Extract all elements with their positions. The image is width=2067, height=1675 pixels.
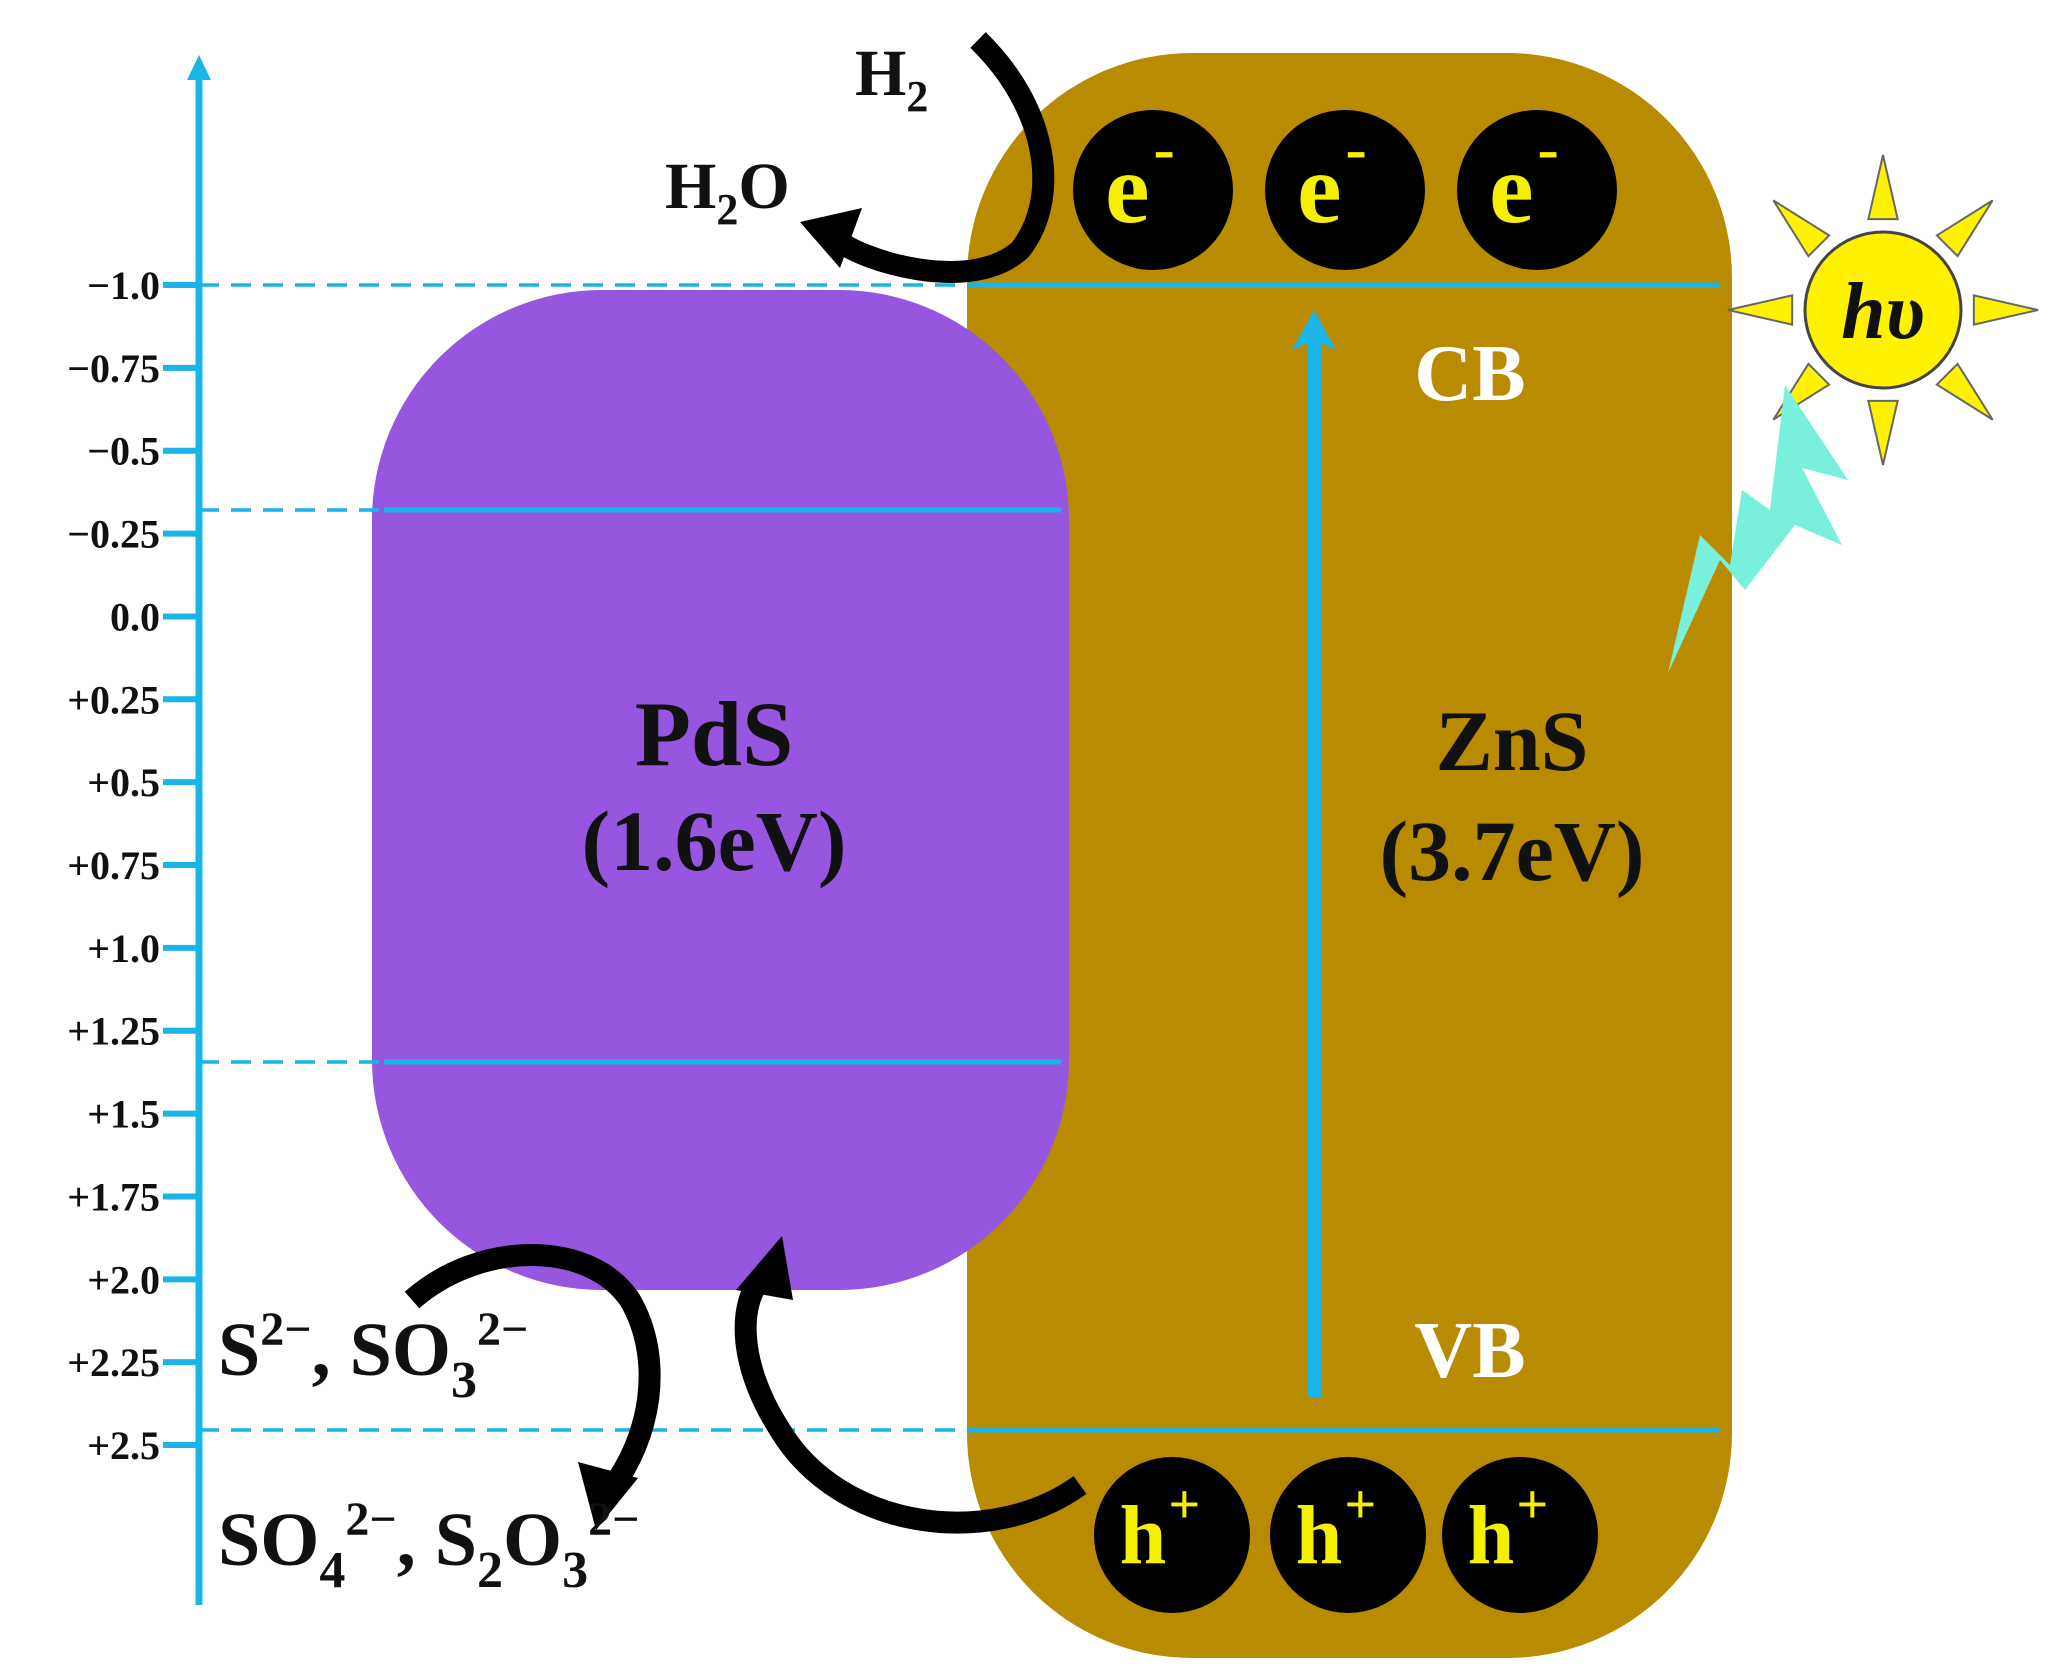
electron: e- <box>1265 110 1425 270</box>
excitation-arrowhead <box>1292 310 1336 350</box>
hole-symbol: h+ <box>1120 1474 1201 1582</box>
axis-ticks: −1.0 −0.75 −0.5 −0.25 0.0 +0.25 +0.5 +0.75 +1.0 +… <box>67 263 199 1468</box>
axis-tick-label: +2.25 <box>67 1340 160 1385</box>
photon-energy-label: hυ <box>1841 268 1925 356</box>
sun-ray <box>1772 199 1831 258</box>
sun-ray <box>1935 362 1994 421</box>
vb-label: VB <box>1414 1307 1525 1395</box>
h2o-label: H2O <box>665 150 790 234</box>
zns-name: ZnS <box>1435 693 1588 789</box>
axis-tick-label: +2.5 <box>87 1423 160 1468</box>
electron: e- <box>1073 110 1233 270</box>
axis-tick-label: +1.25 <box>67 1009 160 1054</box>
axis-tick-label: −1.0 <box>87 263 160 308</box>
reduction-reaction: H2 H2O <box>665 32 1055 283</box>
sun-ray <box>1935 199 1994 258</box>
sun-ray <box>1867 399 1899 466</box>
hole: h+ <box>1442 1457 1598 1613</box>
pds-body <box>372 290 1069 1290</box>
axis-arrowhead <box>187 55 211 80</box>
potential-axis: −1.0 −0.75 −0.5 −0.25 0.0 +0.25 +0.5 +0.75 +1.0 +… <box>67 55 211 1605</box>
hole: h+ <box>1094 1457 1250 1613</box>
electron-symbol: e- <box>1489 113 1559 244</box>
axis-tick-label: +1.0 <box>87 926 160 971</box>
sun-ray <box>1972 294 2039 326</box>
sun-ray <box>1727 294 1794 326</box>
zns-band-gap: (3.7eV) <box>1379 803 1644 899</box>
light-source: hυ <box>1668 154 2039 673</box>
electrons: e- e- e- <box>1073 110 1617 270</box>
reduction-arrowhead <box>800 208 862 268</box>
axis-tick-label: +1.5 <box>87 1092 160 1137</box>
oxidation-arrow <box>404 1244 661 1497</box>
electron-symbol: e- <box>1297 113 1367 244</box>
product-ions: SO42−, S2O32− <box>218 1493 640 1599</box>
hole-transfer <box>734 1236 1087 1534</box>
axis-tick-label: −0.5 <box>87 429 160 474</box>
oxidation-reaction: S2−, SO32− SO42−, S2O32− <box>218 1244 661 1599</box>
zns-body <box>967 53 1732 1658</box>
reduction-arrow <box>830 32 1055 283</box>
pds-semiconductor: PdS (1.6eV) <box>372 290 1069 1290</box>
electron: e- <box>1457 110 1617 270</box>
axis-tick-label: −0.75 <box>67 346 160 391</box>
axis-tick-label: +2.0 <box>87 1257 160 1302</box>
hole-symbol: h+ <box>1468 1474 1549 1582</box>
guide-lines <box>199 283 967 1432</box>
axis-tick-label: +0.75 <box>67 843 160 888</box>
pds-band-gap: (1.6eV) <box>581 793 846 889</box>
hole: h+ <box>1270 1457 1426 1613</box>
h2-label: H2 <box>855 37 928 121</box>
lightning-bolt-icon <box>1668 385 1848 673</box>
reactant-ions: S2−, SO32− <box>218 1303 528 1409</box>
hole-transfer-arrow <box>734 1270 1087 1534</box>
zns-semiconductor: CB VB ZnS (3.7eV) <box>967 53 1732 1658</box>
sun-ray <box>1867 154 1899 221</box>
hole-symbol: h+ <box>1296 1474 1377 1582</box>
axis-tick-label: 0.0 <box>110 594 160 639</box>
pds-name: PdS <box>635 683 794 785</box>
axis-tick-label: +1.75 <box>67 1174 160 1219</box>
hole-transfer-arrowhead <box>736 1236 793 1300</box>
axis-tick-label: +0.5 <box>87 760 160 805</box>
oxidation-arrowhead <box>578 1462 638 1530</box>
cb-label: CB <box>1414 330 1525 418</box>
axis-tick-label: +0.25 <box>67 677 160 722</box>
electron-symbol: e- <box>1105 113 1175 244</box>
axis-tick-label: −0.25 <box>67 512 160 557</box>
holes: h+ h+ h+ <box>1094 1457 1598 1613</box>
sun-icon <box>1803 230 1963 390</box>
